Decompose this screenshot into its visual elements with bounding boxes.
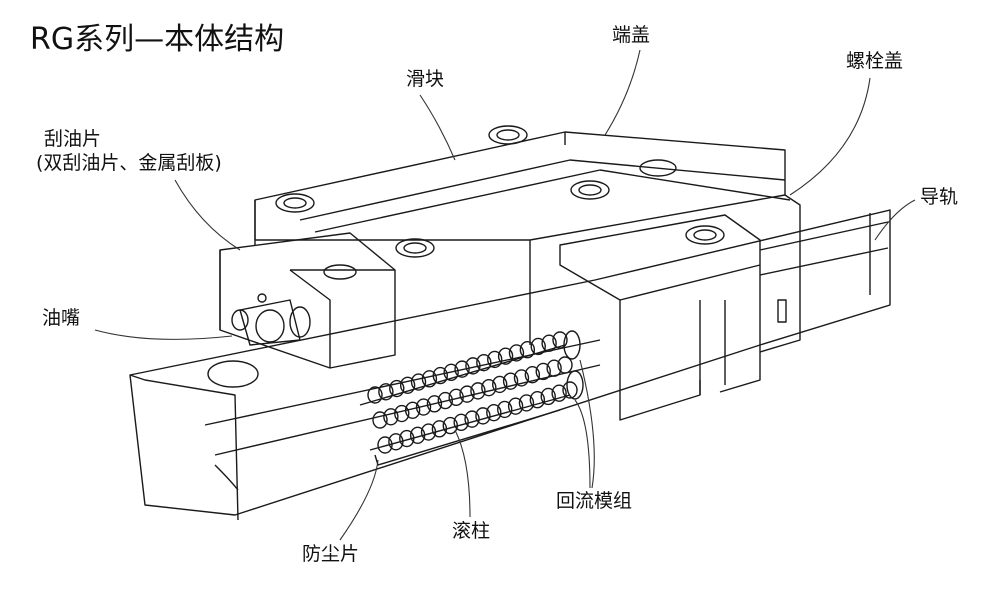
roller <box>552 331 568 349</box>
roller <box>475 407 491 425</box>
label-roller: 滚柱 <box>452 520 491 542</box>
leader-lines <box>94 49 916 541</box>
label-slider: 滑块 <box>406 68 445 90</box>
roller-chain <box>367 331 578 454</box>
roller <box>546 359 562 377</box>
roller <box>377 436 393 454</box>
roller <box>497 347 514 365</box>
roller <box>508 344 525 362</box>
roller <box>487 350 503 369</box>
roller <box>426 395 443 413</box>
roller <box>399 376 416 394</box>
roller <box>524 366 541 384</box>
roller <box>519 341 536 359</box>
roller <box>367 386 383 404</box>
roller <box>535 362 551 381</box>
label-recirculation: 回流模组 <box>556 490 633 512</box>
roller <box>388 433 404 451</box>
roller <box>507 397 524 415</box>
roller <box>465 357 481 375</box>
end-cap <box>559 194 801 421</box>
recirculation-module <box>359 330 584 466</box>
roller <box>389 379 405 398</box>
roller <box>529 391 546 409</box>
roller <box>378 383 394 401</box>
roller <box>557 356 573 374</box>
rail <box>129 209 891 521</box>
roller <box>518 394 535 412</box>
roller <box>497 400 513 419</box>
roller <box>464 410 480 428</box>
roller <box>540 387 556 406</box>
roller <box>421 370 438 388</box>
label-dust-strip: 防尘片 <box>302 543 360 565</box>
roller <box>448 388 464 407</box>
roller <box>415 398 432 416</box>
roller <box>470 382 486 400</box>
roller <box>437 391 453 410</box>
label-bolt-cap: 螺栓盖 <box>846 50 904 72</box>
roller <box>432 366 448 385</box>
roller <box>502 372 519 390</box>
roller <box>410 373 427 391</box>
roller <box>541 334 557 352</box>
label-rail: 导轨 <box>920 186 959 208</box>
label-end-cap: 端盖 <box>612 24 651 46</box>
roller <box>443 363 459 382</box>
roller <box>372 411 388 429</box>
roller <box>492 375 508 394</box>
roller <box>513 369 530 387</box>
grease-nipple <box>231 293 311 346</box>
wiper-block <box>219 232 396 369</box>
roller <box>481 378 497 397</box>
roller <box>486 403 502 422</box>
roller <box>383 408 399 426</box>
label-wiper-note: (双刮油片、金属刮板) <box>36 152 222 174</box>
slider-block <box>254 125 791 345</box>
roller <box>562 381 578 399</box>
roller <box>530 337 546 356</box>
label-grease-nipple: 油嘴 <box>42 307 81 329</box>
label-wiper: 刮油片 <box>44 128 102 150</box>
roller <box>394 404 410 423</box>
roller <box>404 401 421 419</box>
roller <box>476 353 492 372</box>
page-title: RG系列—本体结构 <box>30 22 285 57</box>
roller <box>459 385 475 403</box>
roller <box>551 384 567 402</box>
roller <box>454 360 470 378</box>
